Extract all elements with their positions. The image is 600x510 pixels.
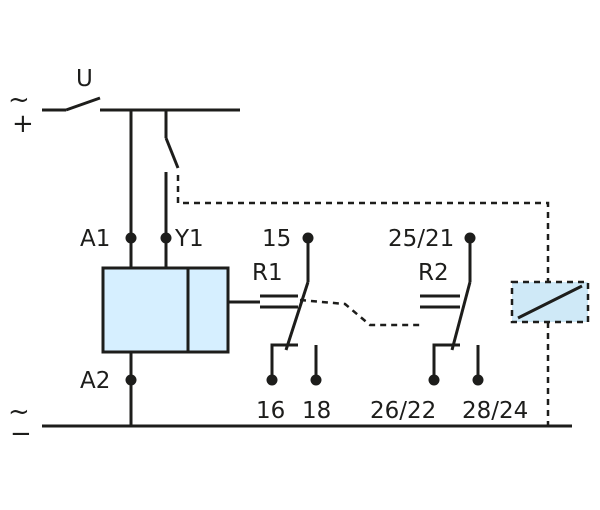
- relay-module: [101, 266, 230, 354]
- terminal-18-label: 18: [302, 398, 331, 424]
- control-switch-blade: [164, 137, 180, 169]
- supply-plus-sign: +: [12, 109, 34, 139]
- terminal-15-label: 15: [262, 226, 291, 252]
- wire-y1: [164, 110, 180, 268]
- contact-r1-actuator: [260, 294, 298, 309]
- terminal-16-label: 16: [256, 398, 285, 424]
- supply-ac-symbol-top: ~: [8, 85, 30, 115]
- supply-ac-symbol-bottom: ~: [8, 397, 30, 427]
- terminal-26-22-label: 26/22: [370, 398, 436, 424]
- relay-r1-label: R1: [252, 260, 283, 286]
- mechanical-link-dashed: [299, 298, 420, 327]
- terminal-26-22-dot: [428, 374, 440, 386]
- terminal-28-24-dot: [472, 374, 484, 386]
- relay-r2-label: R2: [418, 260, 449, 286]
- contact-r1-blade: [284, 281, 310, 351]
- terminal-a1-label: A1: [80, 226, 110, 252]
- terminal-25-21-label: 25/21: [388, 226, 454, 252]
- contact-r2-blade: [450, 281, 472, 351]
- terminal-a1-dot: [125, 232, 137, 244]
- terminal-y1-dot: [160, 232, 172, 244]
- contact-r2-actuator: [420, 294, 460, 309]
- remote-coil-diagonal: [517, 284, 583, 320]
- contact-r1: [270, 238, 318, 380]
- switch-label-u: U: [76, 66, 93, 92]
- supply-rail-top: [42, 96, 240, 112]
- terminal-y1-label: Y1: [174, 226, 204, 252]
- switch-u-blade: [65, 96, 101, 112]
- terminal-18-dot: [310, 374, 322, 386]
- supply-minus-sign: −: [10, 419, 32, 449]
- remote-dashed-link: [176, 175, 550, 426]
- contact-r2: [432, 238, 480, 380]
- terminal-16-dot: [266, 374, 278, 386]
- terminal-28-24-label: 28/24: [462, 398, 528, 424]
- terminal-a2-dot: [125, 374, 137, 386]
- terminal-a2-label: A2: [80, 368, 110, 394]
